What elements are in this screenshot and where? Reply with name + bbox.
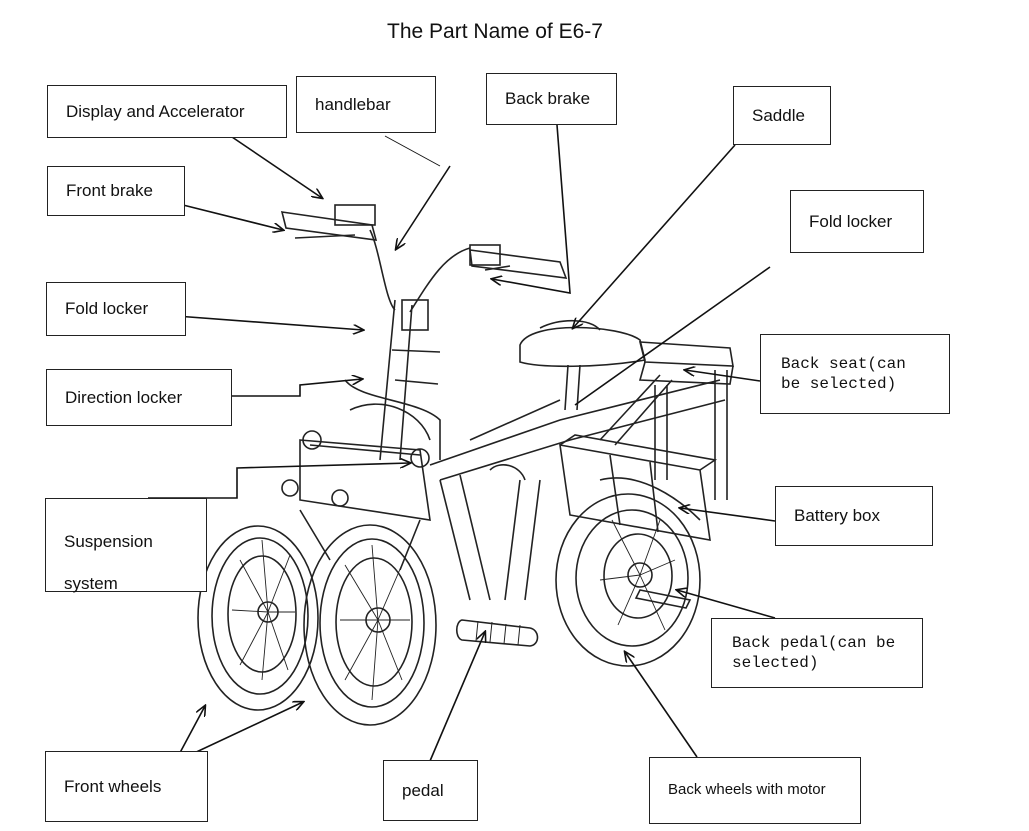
main-frame	[429, 370, 728, 601]
pedal-shape	[455, 589, 692, 647]
label-saddle: Saddle	[733, 86, 831, 145]
label-fold-locker-left: Fold locker	[46, 282, 186, 336]
front-wheel-left	[197, 525, 319, 711]
label-fold-locker-right: Fold locker	[790, 190, 924, 253]
front-wheel-right	[303, 524, 437, 726]
label-direction-locker: Direction locker	[46, 369, 232, 426]
back-seat-shape	[638, 341, 734, 385]
label-handlebar: handlebar	[296, 76, 436, 133]
label-pedal: pedal	[383, 760, 478, 821]
label-back-pedal: Back pedal(can be selected)	[711, 618, 923, 688]
saddle-shape	[519, 319, 646, 411]
bike-illustration	[197, 204, 734, 726]
label-suspension-system: Suspension system	[45, 498, 207, 593]
leader-lines	[148, 124, 776, 763]
label-back-seat: Back seat(can be selected)	[760, 334, 950, 414]
label-back-wheels-motor: Back wheels with motor	[649, 757, 861, 824]
front-suspension	[281, 379, 441, 571]
label-battery-box: Battery box	[775, 486, 933, 546]
diagram-title: The Part Name of E6-7	[387, 20, 603, 43]
battery-box-shape	[559, 434, 718, 541]
back-wheel	[555, 493, 701, 667]
steering-column	[280, 204, 568, 461]
label-back-brake: Back brake	[486, 73, 617, 125]
label-display-accelerator: Display and Accelerator	[47, 85, 287, 138]
label-front-brake: Front brake	[47, 166, 185, 216]
label-front-wheels: Front wheels	[45, 751, 208, 822]
